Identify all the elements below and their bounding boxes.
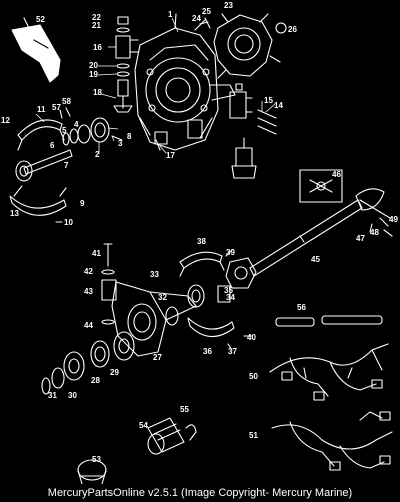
part-17-screw bbox=[155, 139, 161, 151]
callout-55: 55 bbox=[180, 405, 189, 414]
callout-36: 36 bbox=[203, 347, 212, 356]
callout-27: 27 bbox=[153, 353, 162, 362]
part-51-wiring-harness bbox=[271, 411, 393, 471]
callout-35: 35 bbox=[224, 286, 233, 295]
part-24-25-screws bbox=[199, 17, 211, 29]
callout-13: 13 bbox=[10, 209, 19, 218]
callout-26: 26 bbox=[288, 25, 297, 34]
callout-7: 7 bbox=[64, 161, 69, 170]
part-lower-mount bbox=[231, 137, 257, 179]
part-53-bellows bbox=[77, 459, 107, 484]
callout-10: 10 bbox=[64, 218, 73, 227]
callout-50: 50 bbox=[249, 372, 258, 381]
exploded-view-drawing: 1 2 3 4 5 6 7 8 9 10 11 12 13 14 15 16 1… bbox=[1, 1, 398, 484]
parts-14-15-bracket bbox=[229, 83, 277, 135]
callout-45: 45 bbox=[311, 255, 320, 264]
copyright-caption: MercuryPartsOnline v2.5.1 (Image Copyrig… bbox=[0, 484, 400, 502]
callout-53: 53 bbox=[92, 455, 101, 464]
callout-34: 34 bbox=[226, 293, 235, 302]
callout-3: 3 bbox=[118, 139, 123, 148]
part-33-housing bbox=[111, 281, 197, 357]
part-45-driveshaft bbox=[249, 199, 363, 277]
callout-11: 11 bbox=[37, 105, 46, 114]
part-23-gimbal-ring bbox=[213, 13, 281, 79]
callout-18: 18 bbox=[93, 88, 102, 97]
callout-37: 37 bbox=[228, 347, 237, 356]
callout-15: 15 bbox=[264, 96, 273, 105]
callout-44: 44 bbox=[84, 321, 93, 330]
callout-16: 16 bbox=[93, 43, 102, 52]
callout-8: 8 bbox=[127, 132, 132, 141]
callout-2: 2 bbox=[95, 150, 100, 159]
part-9-13-clamp bbox=[9, 185, 67, 216]
callout-52: 52 bbox=[36, 15, 45, 24]
callout-56: 56 bbox=[297, 303, 306, 312]
parts-2-6-seals bbox=[62, 117, 123, 146]
parts-16-22-stack bbox=[113, 16, 139, 113]
callout-1: 1 bbox=[168, 10, 173, 19]
callout-48: 48 bbox=[370, 228, 379, 237]
part-26-bushing bbox=[275, 22, 287, 34]
callout-54: 54 bbox=[139, 421, 148, 430]
callout-46: 46 bbox=[332, 170, 341, 179]
part-54-bellows bbox=[147, 417, 197, 455]
part-11-clamp bbox=[17, 119, 65, 151]
parts-32-34-bearings bbox=[165, 284, 231, 326]
part-38-clamp bbox=[179, 249, 233, 277]
callout-39: 39 bbox=[226, 248, 235, 257]
part-35-yoke bbox=[225, 257, 257, 289]
part-1-bell-housing bbox=[134, 13, 236, 151]
part-52-plate bbox=[11, 17, 61, 83]
callout-28: 28 bbox=[91, 376, 100, 385]
callout-14: 14 bbox=[274, 101, 283, 110]
part-46-u-joint bbox=[299, 169, 391, 219]
callout-20: 20 bbox=[89, 61, 98, 70]
parts-41-44-bolt-stack bbox=[101, 243, 117, 325]
callout-9: 9 bbox=[80, 199, 85, 208]
callout-22: 22 bbox=[92, 13, 101, 22]
callout-24: 24 bbox=[192, 14, 201, 23]
callout-labels: 1 2 3 4 5 6 7 8 9 10 11 12 13 14 15 16 1… bbox=[1, 1, 398, 464]
callout-6: 6 bbox=[50, 141, 55, 150]
parts-57-58-fasteners bbox=[59, 107, 71, 119]
callout-5: 5 bbox=[62, 126, 67, 135]
callout-41: 41 bbox=[92, 249, 101, 258]
callout-47: 47 bbox=[356, 234, 365, 243]
callout-49: 49 bbox=[389, 215, 398, 224]
parts-47-49-fasteners bbox=[369, 217, 393, 237]
callout-25: 25 bbox=[202, 7, 211, 16]
callout-42: 42 bbox=[84, 267, 93, 276]
callout-33: 33 bbox=[150, 270, 159, 279]
callout-12: 12 bbox=[1, 116, 10, 125]
callout-57: 57 bbox=[52, 103, 61, 112]
callout-21: 21 bbox=[92, 21, 101, 30]
callout-51: 51 bbox=[249, 431, 258, 440]
callout-38: 38 bbox=[197, 237, 206, 246]
callout-leaders bbox=[35, 17, 276, 154]
callout-23: 23 bbox=[224, 1, 233, 10]
callout-4: 4 bbox=[74, 120, 79, 129]
callout-58: 58 bbox=[62, 97, 71, 106]
parts-28-31-bearings bbox=[41, 331, 135, 395]
part-7-shaft bbox=[15, 149, 73, 182]
callout-30: 30 bbox=[68, 391, 77, 400]
callout-32: 32 bbox=[158, 293, 167, 302]
callout-43: 43 bbox=[84, 287, 93, 296]
part-50-wiring-harness bbox=[269, 343, 389, 401]
part-36-clamp bbox=[187, 317, 253, 351]
callout-17: 17 bbox=[166, 151, 175, 160]
part-56-hose bbox=[275, 315, 383, 327]
callout-29: 29 bbox=[110, 368, 119, 377]
callout-19: 19 bbox=[89, 70, 98, 79]
callout-40: 40 bbox=[247, 333, 256, 342]
callout-31: 31 bbox=[48, 391, 57, 400]
